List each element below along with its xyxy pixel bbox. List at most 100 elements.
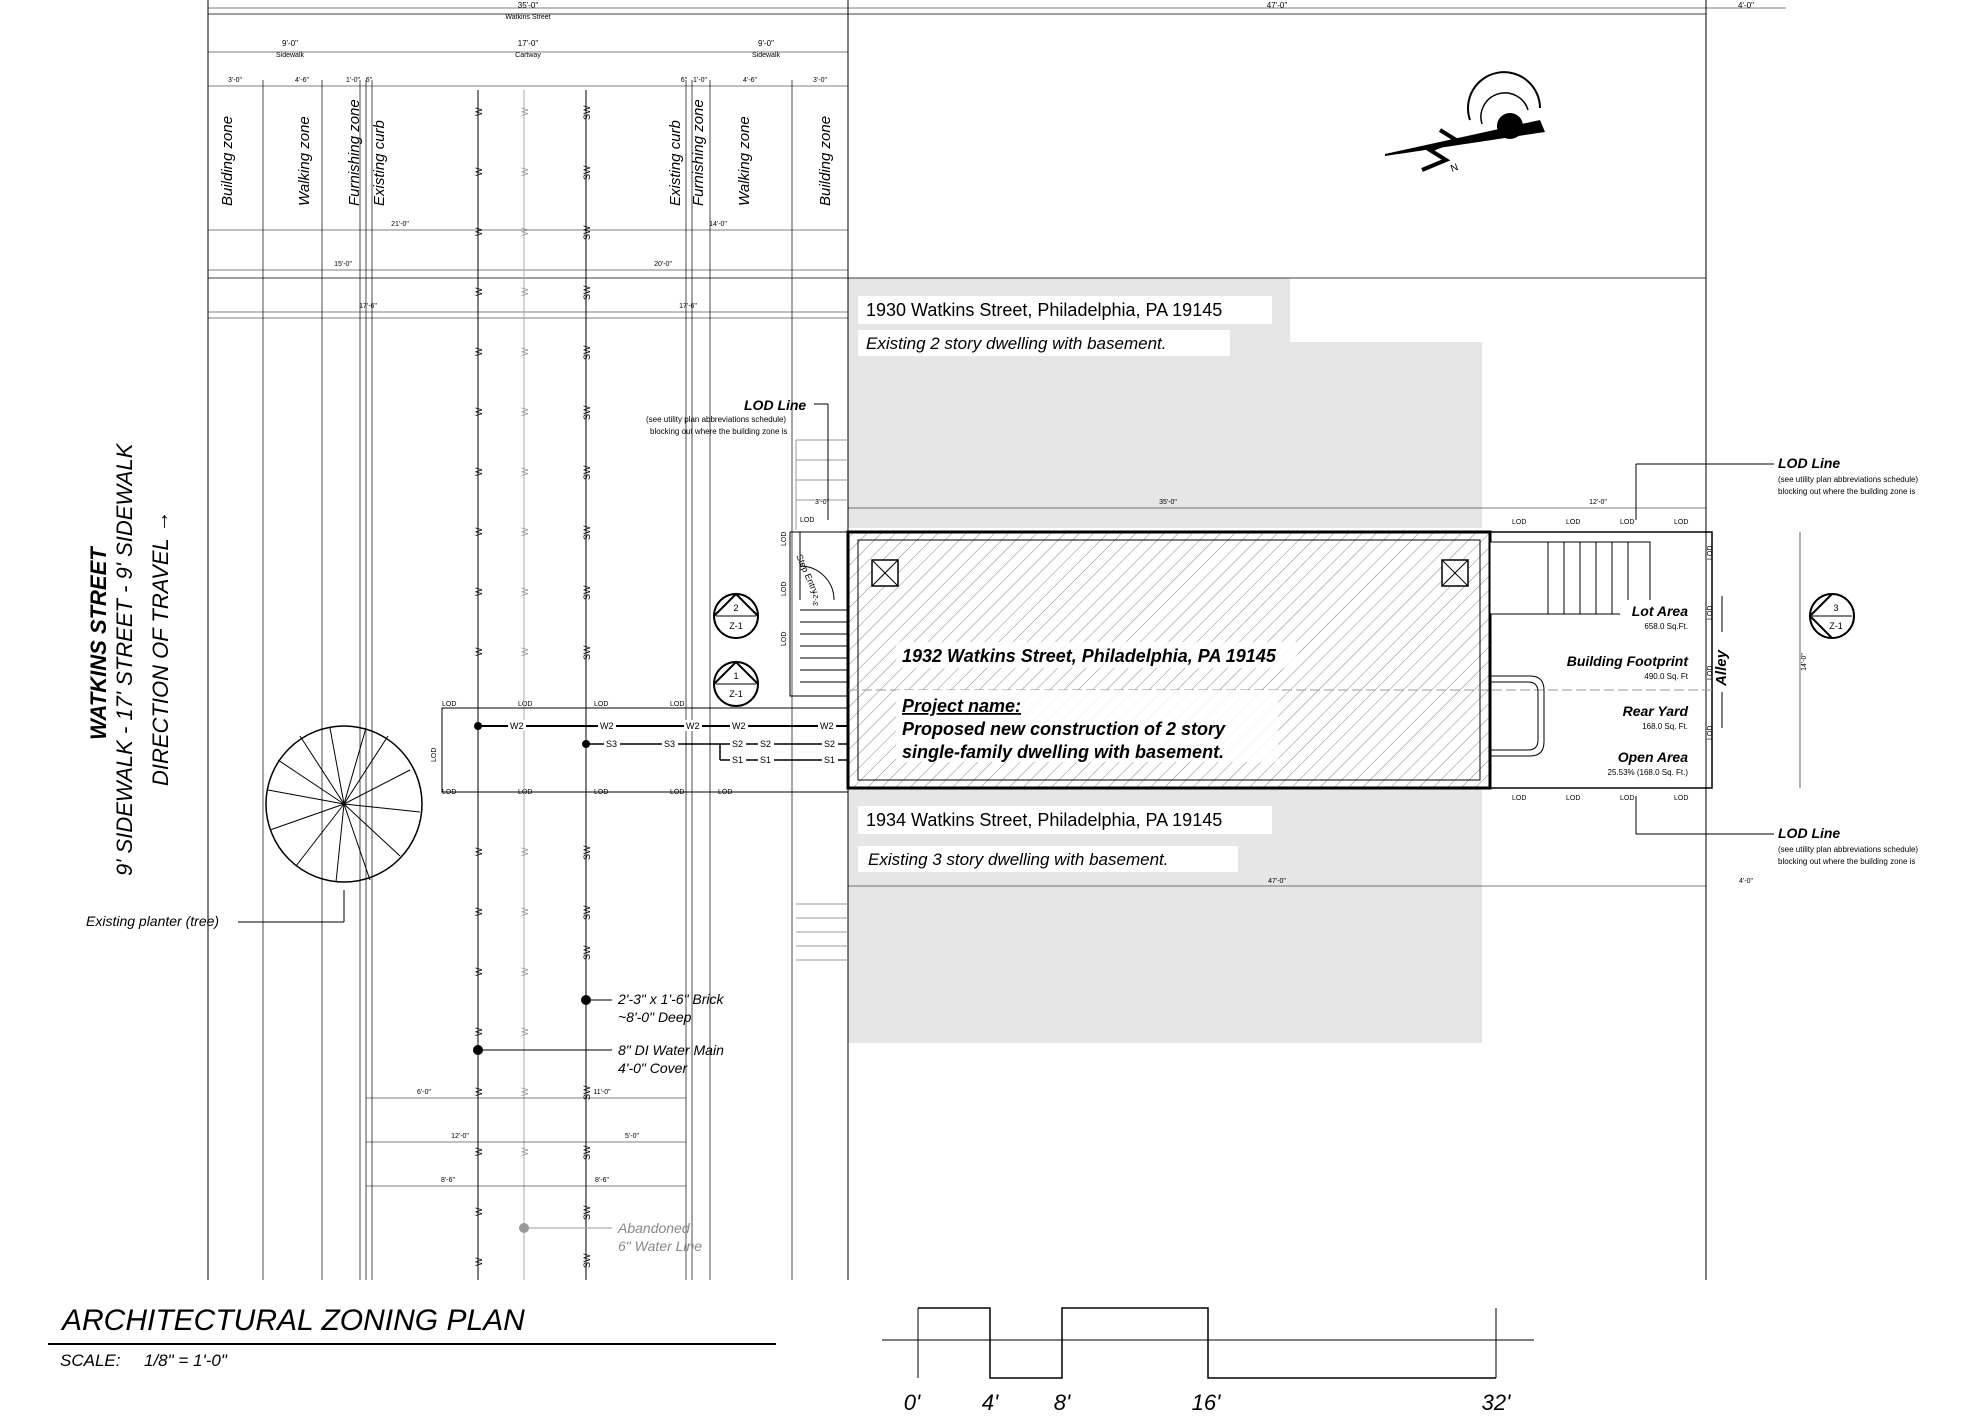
svg-text:S1: S1 [824,755,835,765]
svg-text:W: W [520,1147,530,1156]
svg-text:4': 4' [982,1390,999,1415]
frame-lines [207,0,1707,1280]
south-neighbor-description: Existing 3 story dwelling with basement. [868,850,1168,869]
open-area-value: 25.53% (168.0 Sq. Ft.) [1608,768,1689,777]
section-marker-2: 2 Z-1 [713,592,759,639]
svg-text:SW: SW [582,285,592,300]
dim-bottom-a1: 6'-0" [417,1089,431,1096]
svg-text:SW: SW [582,945,592,960]
svg-text:LOD: LOD [781,632,788,646]
svg-text:W: W [474,287,484,296]
svg-text:W: W [474,407,484,416]
svg-text:LOD Line: LOD Line [744,397,806,413]
svg-text:LOD: LOD [781,532,788,546]
svg-text:W: W [474,647,484,656]
building-footprint-label: Building Footprint [1567,653,1690,669]
zone-label-curb-right: Existing curb [667,120,684,206]
street-name: WATKINS STREET [86,546,111,740]
svg-text:LOD: LOD [1707,546,1714,560]
rear-deck-stair [1489,541,1651,757]
zone-label-building-left: Building zone [219,116,236,206]
rear-yard-label: Rear Yard [1623,703,1689,719]
svg-text:SW: SW [582,585,592,600]
svg-text:LOD: LOD [800,517,814,524]
dim-building-length: 35'-0" [1159,499,1177,506]
rear-yard-value: 168.0 Sq. Ft. [1642,722,1688,731]
tree-planter-icon [238,725,423,923]
abandoned-line1: Abandoned [617,1220,691,1236]
svg-text:W: W [520,287,530,296]
scale-label: SCALE: [60,1351,121,1370]
svg-text:SW: SW [582,1085,592,1100]
dim-sub-r4: 3'-0" [813,77,827,84]
building-footprint-value: 490.0 Sq. Ft [1644,672,1688,681]
svg-text:W: W [474,1207,484,1216]
zone-label-walking-left: Walking zone [296,116,313,206]
svg-text:W: W [520,347,530,356]
svg-text:W: W [520,1087,530,1096]
svg-text:LOD: LOD [594,701,608,708]
svg-text:W2: W2 [600,721,614,731]
dim-lot-length: 47'-0" [1267,1,1288,10]
svg-text:W: W [474,1027,484,1036]
svg-text:LOD: LOD [442,701,456,708]
svg-text:LOD: LOD [1512,519,1526,526]
svg-text:LOD: LOD [1707,606,1714,620]
dim-sub-l2: 4'-6" [295,77,309,84]
zone-label-building-right: Building zone [817,116,834,206]
dim-sidewalk-right: 9'-0" [758,39,774,48]
svg-text:W: W [520,107,530,116]
project-address: 1932 Watkins Street, Philadelphia, PA 19… [902,646,1277,666]
lod-note-rear-top: LOD Line (see utility plan abbreviations… [1635,455,1918,520]
lod-note-front: LOD Line (see utility plan abbreviations… [646,397,829,520]
svg-text:W2: W2 [510,721,524,731]
section-marker-1: 1 Z-1 [713,660,759,707]
lot-area-label: Lot Area [1632,603,1688,619]
svg-text:2: 2 [733,603,738,613]
top-dimension-lines [208,7,1786,319]
svg-text:blocking out where the buildin: blocking out where the building zone is [650,427,787,436]
svg-text:W: W [520,647,530,656]
svg-text:W: W [520,847,530,856]
dim-bottom-b2: 5'-0" [625,1133,639,1140]
dim-lot-bottom: 47'-0" [1268,878,1286,885]
water-main-line2: 4'-0" Cover [618,1060,688,1076]
alley-label: Alley [1713,649,1730,687]
svg-text:S1: S1 [732,755,743,765]
svg-text:LOD: LOD [431,748,438,762]
dim-row4a: 17'-6" [359,303,377,310]
water-main-line1: 8" DI Water Main [618,1042,724,1058]
zone-label-curb-left: Existing curb [371,120,388,206]
svg-text:LOD Line: LOD Line [1778,455,1840,471]
dim-sidewalk-right-label: Sidewalk [752,52,781,59]
svg-text:W: W [474,467,484,476]
svg-text:LOD: LOD [1674,519,1688,526]
graphic-scale-bar: 0' 4' 8' 16' 32' [882,1307,1534,1415]
tree-label: Existing planter (tree) [86,913,219,929]
svg-text:1: 1 [733,671,738,681]
svg-text:N: N [1449,162,1460,175]
utility-lines [441,90,849,1280]
dim-row4b: 17'-6" [679,303,697,310]
svg-text:LOD: LOD [1566,795,1580,802]
svg-text:LOD: LOD [1512,795,1526,802]
svg-text:8': 8' [1054,1390,1071,1415]
north-neighbor-description: Existing 2 story dwelling with basement. [866,334,1166,353]
svg-text:SW: SW [582,1253,592,1268]
abandoned-line2: 6" Water Line [618,1238,702,1254]
north-neighbor-address: 1930 Watkins Street, Philadelphia, PA 19… [866,300,1222,320]
north-arrow-icon: N [1385,71,1545,175]
svg-text:LOD: LOD [1620,519,1634,526]
svg-text:(see utility plan abbreviation: (see utility plan abbreviations schedule… [1778,845,1918,854]
front-entry-stair: Step Entry 3'-2" [789,439,849,961]
dim-sub-r2: 1'-0" [693,77,707,84]
dim-bottom-c2: 8'-6" [595,1177,609,1184]
dim-cartway-label: Cartway [515,52,541,59]
svg-text:SW: SW [582,225,592,240]
svg-text:SW: SW [582,1145,592,1160]
svg-text:W: W [520,227,530,236]
svg-text:LOD: LOD [1707,726,1714,740]
svg-text:3: 3 [1833,603,1838,613]
svg-text:SW: SW [582,645,592,660]
